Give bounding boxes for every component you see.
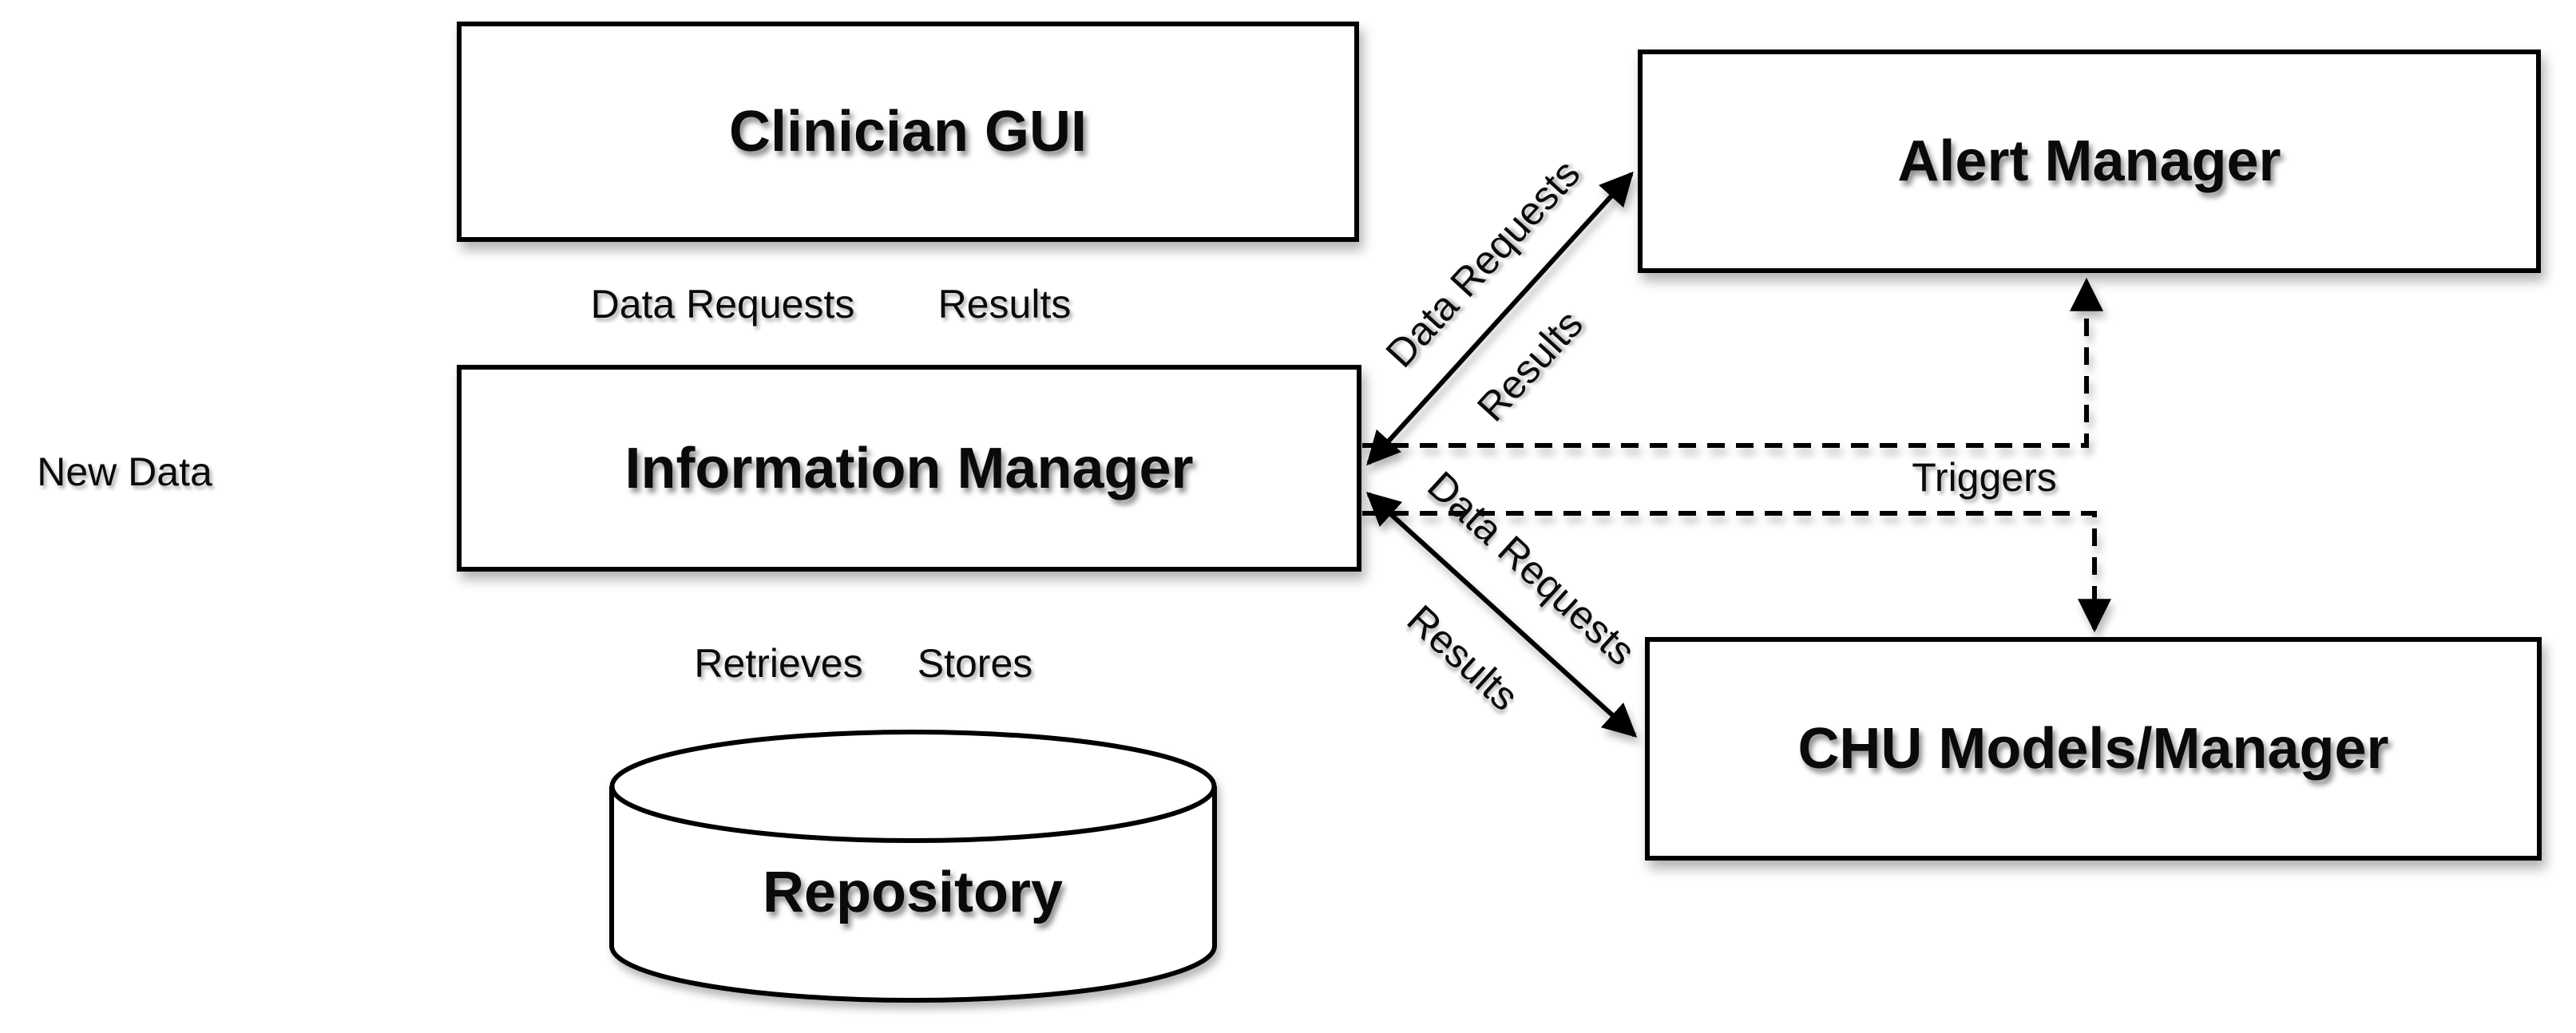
label-im-repo-retrieves: Retrieves [694, 641, 863, 686]
node-chu-models-manager-label: CHU Models/Manager [1797, 717, 2389, 781]
node-alert-manager: Alert Manager [1638, 49, 2541, 273]
edge-im-chu-double-arrow [1365, 492, 1638, 738]
label-gui-im-results: Results [937, 282, 1072, 327]
node-chu-models-manager: CHU Models/Manager [1645, 637, 2542, 861]
node-repository-label: Repository [762, 861, 1064, 924]
label-im-repo-stores: Stores [917, 641, 1033, 686]
label-new-data: New Data [37, 449, 212, 494]
edge-trigger-alert-dashed [1362, 277, 2103, 448]
node-clinician-gui: Clinician GUI [457, 22, 1359, 242]
label-gui-im-data-requests: Data Requests [590, 282, 855, 327]
node-information-manager: Information Manager [457, 365, 1361, 572]
node-alert-manager-label: Alert Manager [1897, 129, 2281, 193]
repository-cylinder [609, 730, 1217, 1003]
edge-trigger-chu-dashed [1362, 511, 2111, 633]
edge-im-alert-double-arrow [1366, 171, 1634, 466]
node-clinician-gui-label: Clinician GUI [728, 100, 1088, 164]
node-information-manager-label: Information Manager [624, 436, 1194, 501]
label-triggers: Triggers [1912, 455, 2057, 500]
